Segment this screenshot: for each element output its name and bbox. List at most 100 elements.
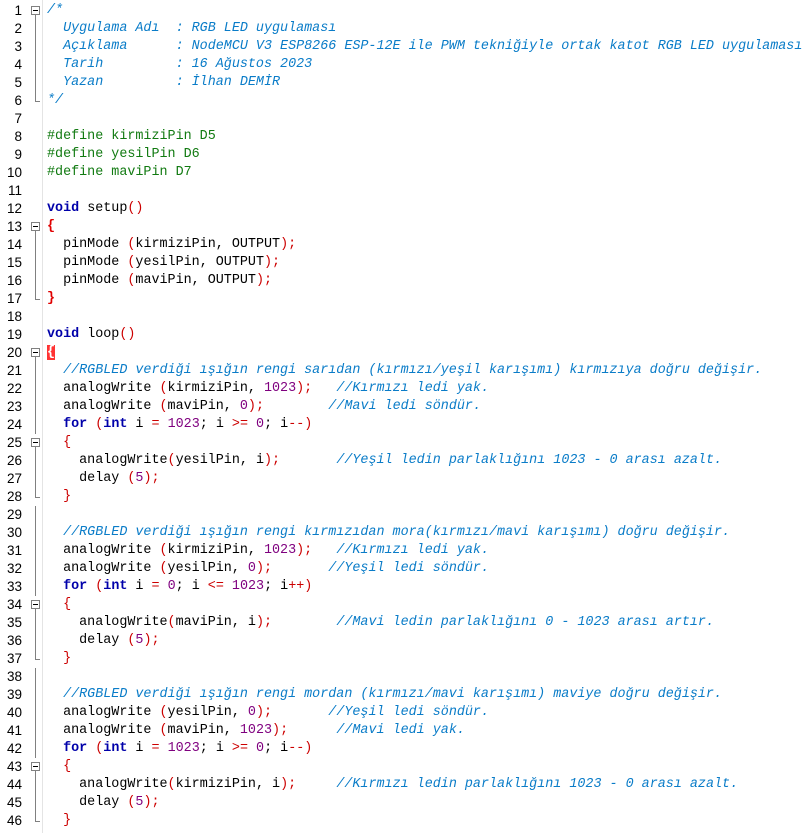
code-line[interactable]: 41 analogWrite (maviPin, 1023); //Mavi l… — [0, 722, 810, 740]
code-token: 5 — [135, 471, 144, 486]
code-line[interactable]: 39 //RGBLED verdiği ışığın rengi mordan … — [0, 686, 810, 704]
fold-empty — [30, 326, 42, 344]
code-token: ( — [167, 777, 176, 792]
code-line[interactable]: 30 //RGBLED verdiği ışığın rengi kırmızı… — [0, 524, 810, 542]
code-line[interactable]: 46 } — [0, 812, 810, 830]
code-token: ); — [255, 561, 273, 576]
code-line[interactable]: 28 } — [0, 488, 810, 506]
code-line[interactable]: 10#define maviPin D7 — [0, 164, 810, 182]
code-line[interactable]: 43 { — [0, 758, 810, 776]
code-text: Uygulama Adı : RGB LED uygulaması — [47, 20, 336, 38]
code-line[interactable]: 42 for (int i = 1023; i >= 0; i--) — [0, 740, 810, 758]
code-line[interactable]: 33 for (int i = 0; i <= 1023; i++) — [0, 578, 810, 596]
line-number: 16 — [6, 273, 22, 288]
code-token: ++) — [288, 579, 313, 594]
line-number: 19 — [6, 327, 22, 342]
code-line[interactable]: 32 analogWrite (yesilPin, 0); //Yeşil le… — [0, 560, 810, 578]
code-token: yesilPin, — [167, 705, 248, 720]
code-keyword: void — [47, 201, 80, 216]
code-token: ( — [159, 561, 168, 576]
fold-line — [30, 722, 42, 740]
code-token — [160, 741, 168, 756]
line-number: 17 — [6, 291, 22, 306]
line-number: 27 — [6, 471, 22, 486]
code-token: { — [47, 219, 56, 234]
code-line[interactable]: 22 analogWrite (kirmiziPin, 1023); //Kır… — [0, 380, 810, 398]
code-line[interactable]: 7 — [0, 110, 810, 128]
code-line[interactable]: 29 — [0, 506, 810, 524]
code-line[interactable]: 1/* — [0, 2, 810, 20]
code-line[interactable]: 9#define yesilPin D6 — [0, 146, 810, 164]
code-text: { — [47, 218, 55, 236]
code-token: ( — [167, 615, 176, 630]
code-token — [272, 561, 328, 576]
code-line[interactable]: 20{ — [0, 344, 810, 362]
code-line[interactable]: 24 for (int i = 1023; i >= 0; i--) — [0, 416, 810, 434]
code-keyword: for — [63, 417, 88, 432]
code-token: 1023 — [239, 723, 273, 738]
code-line[interactable]: 35 analogWrite(maviPin, i); //Mavi ledin… — [0, 614, 810, 632]
fold-line — [30, 254, 42, 272]
line-number: 39 — [6, 687, 22, 702]
code-token — [312, 381, 336, 396]
code-line[interactable]: 40 analogWrite (yesilPin, 0); //Yeşil le… — [0, 704, 810, 722]
line-number: 28 — [6, 489, 22, 504]
code-token: } — [63, 813, 72, 828]
code-line[interactable]: 18 — [0, 308, 810, 326]
fold-toggle-icon[interactable] — [30, 434, 42, 452]
code-line[interactable]: 38 — [0, 668, 810, 686]
code-line[interactable]: 37 } — [0, 650, 810, 668]
code-token: delay — [47, 795, 128, 810]
code-token: ; i — [264, 579, 289, 594]
code-text: analogWrite (yesilPin, 0); //Yeşil ledi … — [47, 560, 489, 578]
code-line[interactable]: 2 Uygulama Adı : RGB LED uygulaması — [0, 20, 810, 38]
code-token: ); — [255, 705, 273, 720]
code-line[interactable]: 13{ — [0, 218, 810, 236]
code-line[interactable]: 45 delay (5); — [0, 794, 810, 812]
code-token — [47, 813, 63, 828]
fold-toggle-icon[interactable] — [30, 2, 42, 20]
code-line[interactable]: 8#define kirmiziPin D5 — [0, 128, 810, 146]
fold-empty — [30, 146, 42, 164]
code-line[interactable]: 25 { — [0, 434, 810, 452]
code-line[interactable]: 34 { — [0, 596, 810, 614]
code-token: <= — [207, 579, 224, 594]
code-line[interactable]: 17} — [0, 290, 810, 308]
line-number: 26 — [6, 453, 22, 468]
code-line[interactable]: 3 Açıklama : NodeMCU V3 ESP8266 ESP-12E … — [0, 38, 810, 56]
line-number: 40 — [6, 705, 22, 720]
code-line[interactable]: 14 pinMode (kirmiziPin, OUTPUT); — [0, 236, 810, 254]
code-line[interactable]: 36 delay (5); — [0, 632, 810, 650]
code-line[interactable]: 44 analogWrite(kirmiziPin, i); //Kırmızı… — [0, 776, 810, 794]
code-token: i — [127, 579, 152, 594]
fold-toggle-icon[interactable] — [30, 596, 42, 614]
fold-toggle-icon[interactable] — [30, 344, 42, 362]
code-line[interactable]: 26 analogWrite(yesilPin, i); //Yeşil led… — [0, 452, 810, 470]
code-line[interactable]: 27 delay (5); — [0, 470, 810, 488]
code-token: i — [127, 741, 152, 756]
code-token: { — [63, 759, 72, 774]
code-line[interactable]: 5 Yazan : İlhan DEMİR — [0, 74, 810, 92]
code-line[interactable]: 15 pinMode (yesilPin, OUTPUT); — [0, 254, 810, 272]
code-text: delay (5); — [47, 470, 159, 488]
fold-toggle-icon[interactable] — [30, 758, 42, 776]
line-number: 45 — [6, 795, 22, 810]
code-token: () — [127, 201, 144, 216]
code-line[interactable]: 6*/ — [0, 92, 810, 110]
code-token: i — [127, 417, 152, 432]
code-line[interactable]: 16 pinMode (maviPin, OUTPUT); — [0, 272, 810, 290]
code-line[interactable]: 4 Tarih : 16 Ağustos 2023 — [0, 56, 810, 74]
code-line[interactable]: 23 analogWrite (maviPin, 0); //Mavi ledi… — [0, 398, 810, 416]
fold-toggle-icon[interactable] — [30, 218, 42, 236]
code-line[interactable]: 11 — [0, 182, 810, 200]
code-token: ; i — [264, 417, 289, 432]
code-token: 1023 — [263, 381, 297, 396]
code-line[interactable]: 31 analogWrite (kirmiziPin, 1023); //Kır… — [0, 542, 810, 560]
code-text: //RGBLED verdiği ışığın rengi kırmızıdan… — [47, 524, 730, 542]
code-line[interactable]: 21 //RGBLED verdiği ışığın rengi sarıdan… — [0, 362, 810, 380]
code-token — [272, 615, 336, 630]
code-token: ( — [159, 399, 168, 414]
